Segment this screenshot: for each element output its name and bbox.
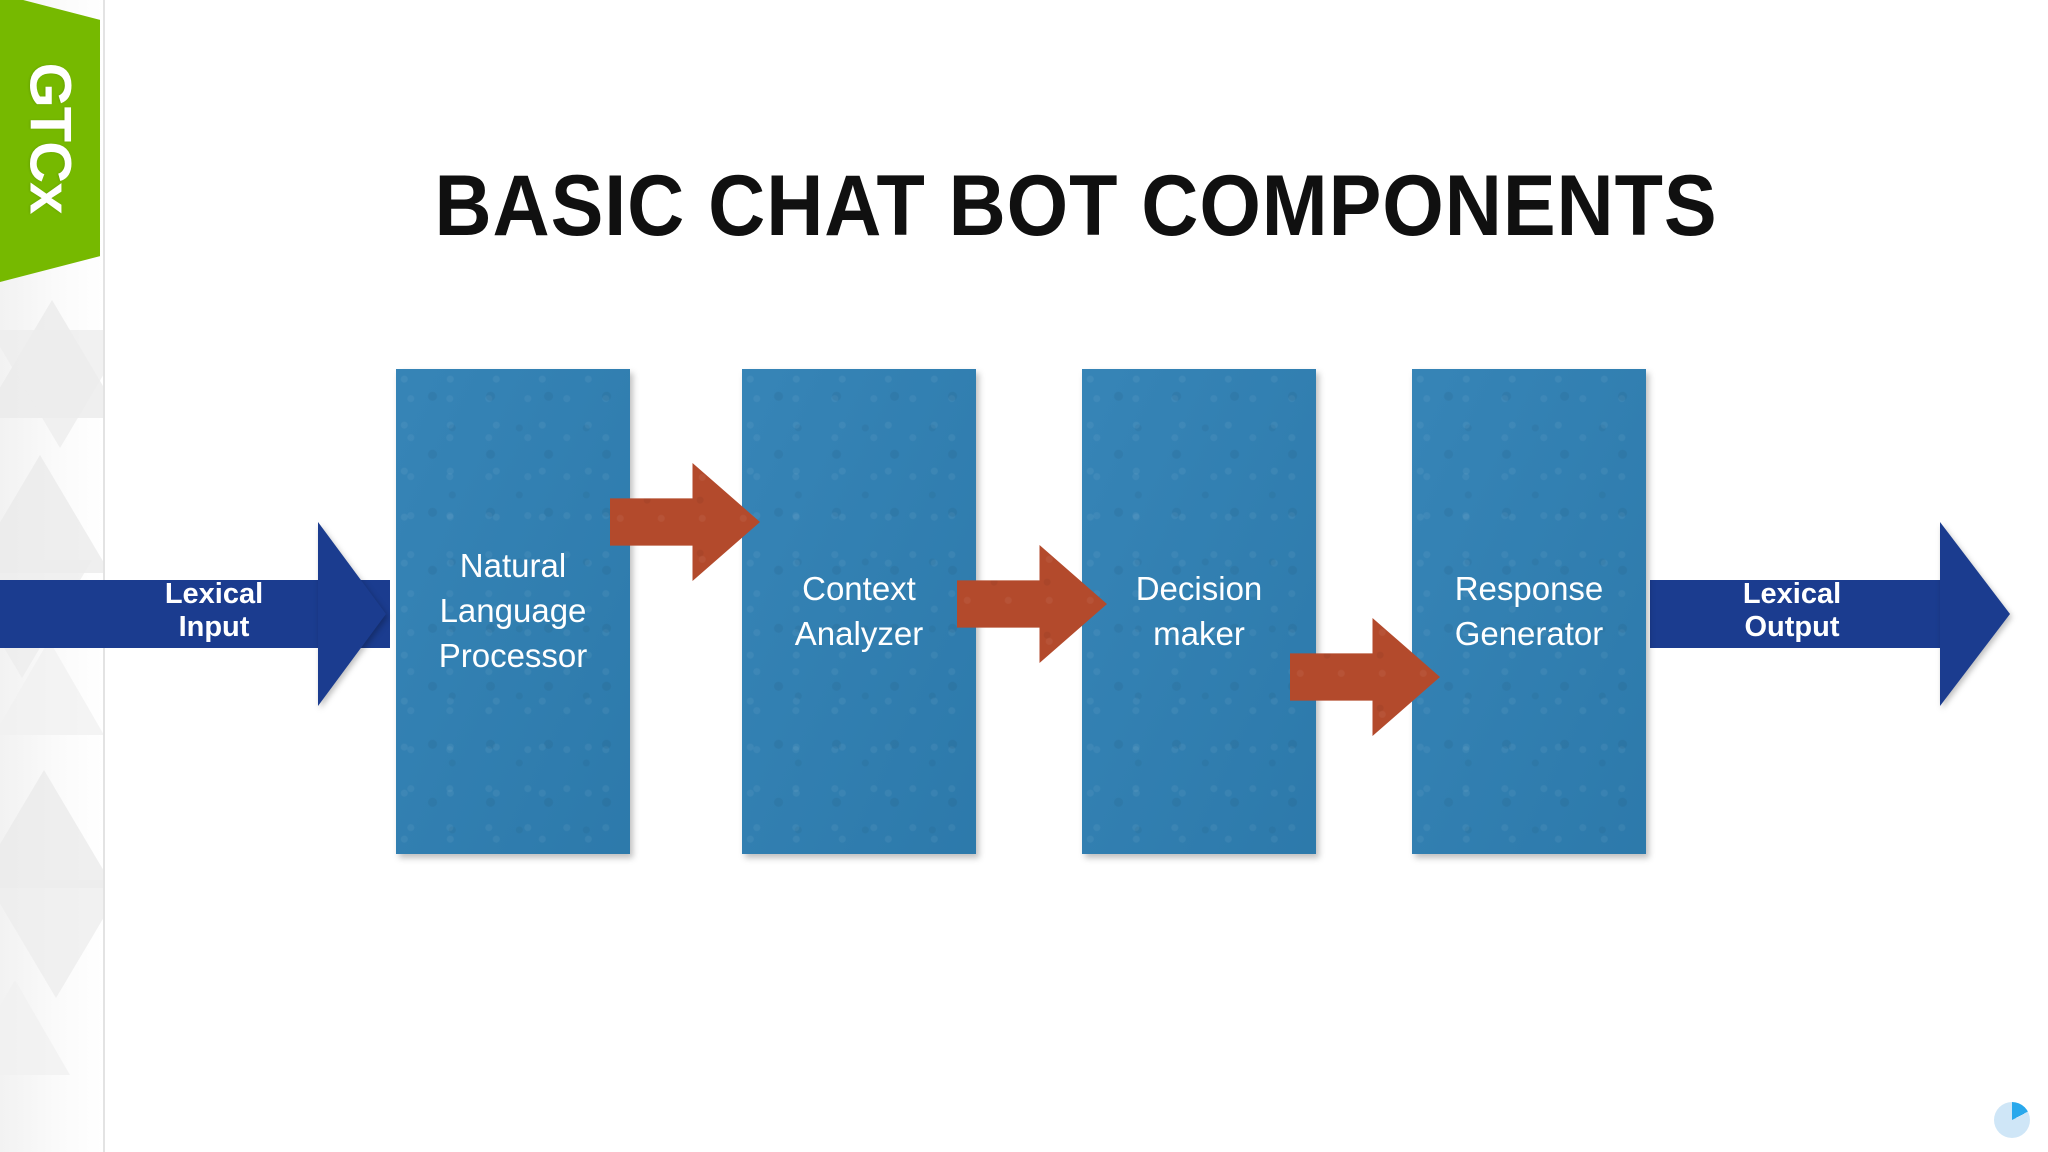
lexical-input-label: Lexical Input [104, 578, 324, 644]
process-box-context-analyzer[interactable]: Context Analyzer [742, 369, 976, 854]
process-box-response-generator-label: Response Generator [1454, 569, 1604, 652]
process-box-decision-maker[interactable]: Decision maker [1082, 369, 1316, 854]
rail-divider-line [103, 0, 105, 1152]
lexical-output-line1: Lexical [1742, 578, 1842, 610]
lexical-output-arrowhead-icon [1940, 522, 2010, 706]
rail-triangle-icon [0, 770, 104, 888]
lexical-input-line1: Lexical [164, 578, 264, 610]
lexical-output-band [1650, 580, 1950, 648]
process-box-response-generator[interactable]: Response Generator [1412, 369, 1646, 854]
process-box-nlp-label: Natural Language Processor [438, 547, 588, 674]
rail-triangle-icon [0, 980, 70, 1075]
rail-triangle-icon [0, 330, 104, 448]
lexical-output-label: Lexical Output [1672, 578, 1912, 644]
lexical-output-line2: Output [1744, 611, 1840, 644]
block-arrow-right-icon-nlp-to-context [610, 463, 760, 581]
rail-triangle-icon [0, 640, 104, 735]
rail-triangle-icon [0, 880, 104, 998]
process-box-decision-maker-label: Decision maker [1135, 569, 1263, 652]
lexical-input-arrowhead-icon [318, 522, 386, 706]
rail-triangle-icon [0, 455, 104, 573]
gtcx-logo-flag: GTCx [0, 0, 100, 282]
process-box-context-analyzer-label: Context Analyzer [794, 569, 924, 652]
pie-progress-icon [1994, 1102, 2030, 1138]
process-box-nlp[interactable]: Natural Language Processor [396, 369, 630, 854]
page-title: BASIC CHAT BOT COMPONENTS [434, 157, 1718, 254]
lexical-input-line2: Input [178, 611, 250, 644]
